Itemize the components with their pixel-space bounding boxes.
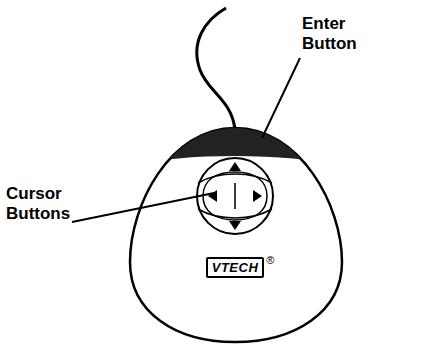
cable (197, 8, 235, 130)
leader-line (72, 193, 214, 222)
leader-line (262, 58, 300, 138)
registered-mark: ® (266, 254, 274, 266)
cursor-pad (197, 158, 273, 234)
part-label: Enter Button (302, 14, 374, 54)
cursor-dividers (198, 174, 272, 218)
device-body (130, 128, 342, 342)
brand-logo: VTECH (206, 257, 265, 278)
arrow-down (229, 221, 241, 230)
part-label: Cursor Buttons (6, 184, 82, 224)
arrow-up (229, 162, 241, 171)
arrow-right (253, 190, 262, 202)
arrow-left (208, 190, 217, 202)
